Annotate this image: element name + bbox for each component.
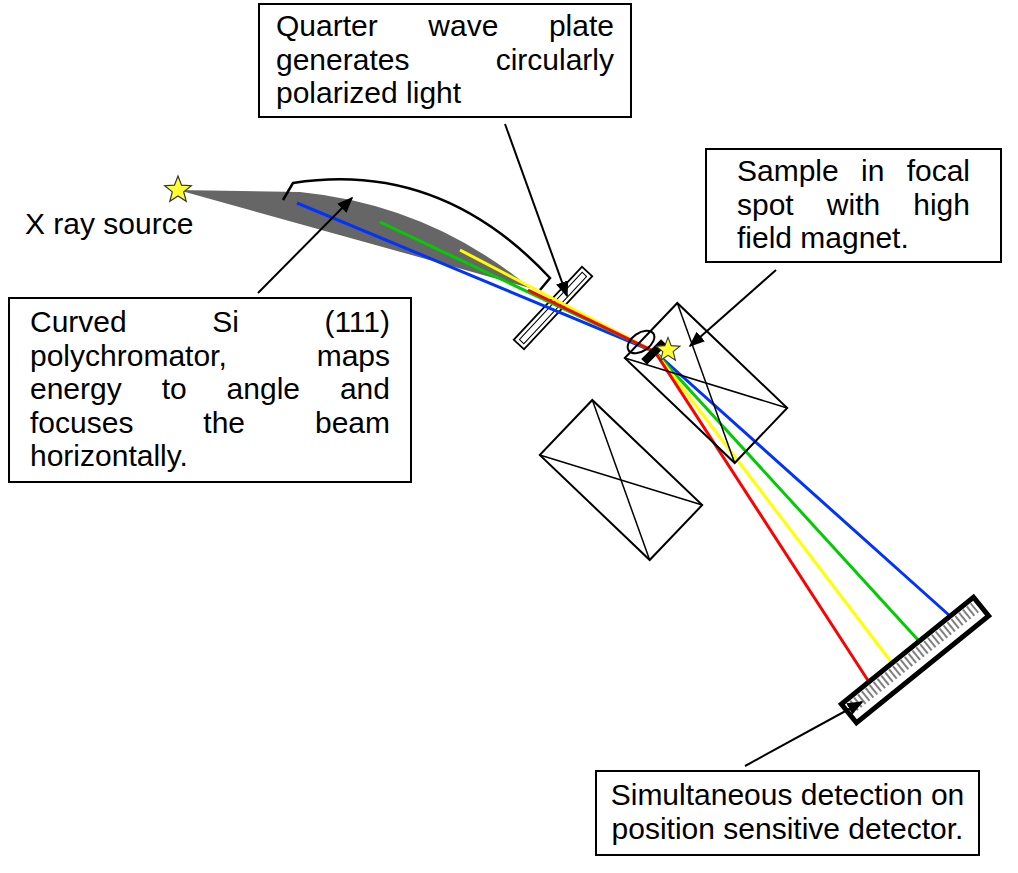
callout-text: Sample in focal spot with high field mag…: [737, 154, 970, 255]
leader-arrow: [745, 702, 862, 766]
callout-box: Simultaneous detection on position sensi…: [595, 770, 980, 856]
callout-text: Quarter wave plate generates circularly …: [276, 9, 614, 110]
callout-text: Curved Si (111) polychromator, maps ener…: [30, 305, 390, 473]
focal-spot-star: [656, 337, 680, 360]
part-label: X ray source: [25, 207, 193, 241]
callout-box: Quarter wave plate generates circularly …: [258, 3, 632, 118]
callout-box: Sample in focal spot with high field mag…: [705, 148, 1002, 263]
curved-crystal: [283, 179, 550, 290]
xray-beam-fan: [178, 190, 530, 288]
yellow-ray: [460, 250, 892, 663]
leader-arrow: [505, 124, 567, 296]
callout-box: Curved Si (111) polychromator, maps ener…: [8, 297, 412, 483]
leader-arrow: [258, 198, 352, 293]
magnet-coil: [625, 303, 787, 463]
green-ray: [380, 222, 919, 641]
magnet-coil: [540, 400, 702, 560]
xray-source-star: [165, 176, 192, 201]
red-ray: [528, 290, 869, 682]
leader-arrow: [690, 270, 776, 346]
position-sensitive-detector: [841, 597, 988, 723]
callout-text: Simultaneous detection on position sensi…: [607, 778, 968, 845]
